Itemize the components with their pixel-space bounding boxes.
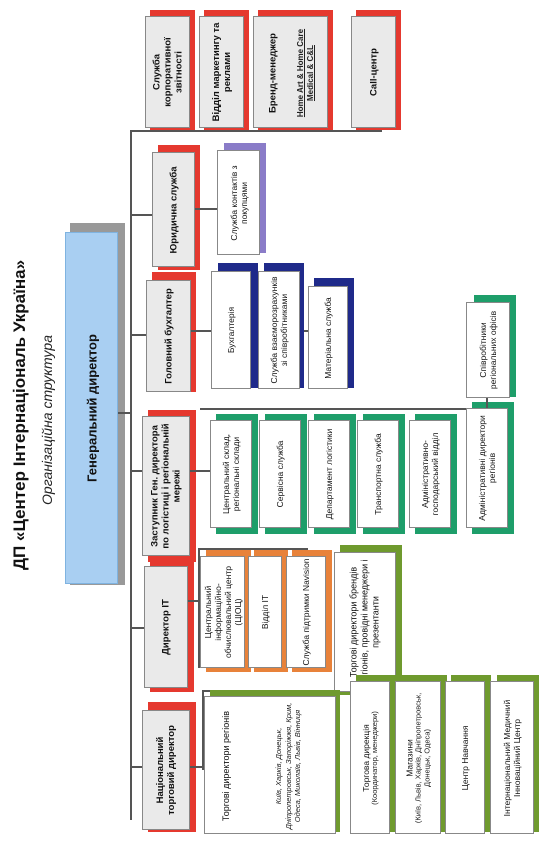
legal-label: Юридична служба — [168, 166, 179, 253]
marketing-box: Відділ маркетингу та реклами — [199, 16, 244, 128]
central-warehouse-label: Центральний склад, регіональні склади — [221, 433, 241, 515]
material-service-label: Матеріальна служба — [323, 296, 333, 379]
it-director-box: Директор ІТ — [144, 566, 188, 688]
shops-text: Магазини (Київ, Львів, Харків, Дніпропет… — [405, 688, 432, 828]
connector — [188, 600, 200, 602]
admin-economic-label: Адміністративно-господарський відділ — [420, 432, 440, 516]
it-dept-label: Відділ ІТ — [260, 594, 270, 630]
service-label: Сервісна служба — [275, 440, 285, 508]
brand-manager-box: Бренд-менеджер Home Art & Home Care Medi… — [253, 16, 328, 128]
settlements-label: Служба взаєморозрахунків зі співробітник… — [269, 276, 289, 384]
call-center-label: Call-центр — [368, 48, 379, 96]
connector — [118, 412, 132, 414]
medical-center-label: Інтернаціональний Медичний Інноваційний … — [502, 699, 522, 816]
general-director-box: Генеральний директор — [65, 232, 118, 584]
it-director-label: Директор ІТ — [160, 599, 172, 655]
trade-direction-box: Торгова дирекція (Координатор, менеджери… — [350, 681, 390, 834]
connector — [170, 128, 172, 132]
chart-title-text: ДП «Центер Інтернаціональ Україна» — [10, 259, 29, 571]
brand-lines-label: Home Art & Home Care Medical & C&L — [296, 28, 315, 118]
transport-box: Транспортна служба — [357, 420, 399, 528]
training-center-box: Центр Навчання — [445, 681, 485, 834]
trade-direction-sub: (Координатор, менеджери) — [369, 710, 379, 805]
training-center-label: Центр Навчання — [460, 725, 470, 790]
connector — [195, 208, 217, 210]
corp-reporting-label: Служба корпоративної звітності — [151, 37, 184, 107]
logistics-deputy-box: Заступник Ген. директора по логістиці і … — [142, 416, 190, 556]
admin-economic-box: Адміністративно-господарський відділ — [409, 420, 451, 528]
material-service-box: Матеріальна служба — [308, 286, 348, 389]
connector — [130, 214, 152, 216]
chart-subtitle: Організаційна структура — [36, 310, 58, 530]
settlements-box: Служба взаєморозрахунків зі співробітник… — [258, 271, 300, 389]
national-trade-director-label: Національний торговий директор — [155, 725, 177, 815]
connector — [130, 334, 148, 336]
shops-sub: (Київ, Львів, Харків, Дніпропетровськ, Д… — [413, 692, 432, 823]
chief-accountant-box: Головний бухгалтер — [146, 280, 191, 392]
regions-list: Київ, Харків, Донецьк, Дніпропетровськ, … — [273, 702, 302, 830]
regional-trade-directors-box: Торгові директори регіонів Київ, Харків,… — [204, 696, 336, 834]
legal-box: Юридична служба — [152, 152, 195, 267]
regional-trade-directors-label: Торгові директори регіонів — [221, 710, 231, 822]
logistics-dept-label: Департамент логістики — [324, 428, 334, 520]
brand-trade-directors-box: Торгові директори брендів регіонів, пров… — [334, 552, 396, 692]
central-computing-box: Центральний інформаційно-обчислювальний … — [200, 556, 245, 668]
accounting-dept-box: Бухгалтерія — [211, 271, 251, 389]
connector — [130, 130, 382, 132]
logistics-deputy-label: Заступник Ген. директора по логістиці і … — [149, 423, 183, 549]
corp-reporting-box: Служба корпоративної звітності — [145, 16, 190, 128]
call-center-box: Call-центр — [351, 16, 396, 128]
it-dept-box: Відділ ІТ — [248, 556, 282, 668]
connector — [222, 128, 224, 132]
connector — [202, 690, 204, 770]
marketing-label: Відділ маркетингу та реклами — [210, 22, 233, 122]
chart-title: ДП «Центер Інтернаціональ Україна» — [0, 215, 40, 615]
connector — [200, 408, 470, 410]
central-computing-label: Центральний інформаційно-обчислювальний … — [202, 566, 243, 658]
regional-office-staff-label: Співробітники регіональних офісів — [478, 310, 498, 390]
connector — [190, 766, 204, 768]
connector — [130, 470, 144, 472]
shops-box: Магазини (Київ, Львів, Харків, Дніпропет… — [395, 681, 441, 834]
transport-label: Транспортна служба — [373, 433, 383, 515]
connector — [300, 330, 308, 332]
navision-support-box: Служба підтримки Navision — [286, 556, 326, 668]
service-box: Сервісна служба — [259, 420, 301, 528]
connector — [198, 548, 308, 550]
central-warehouse-box: Центральний склад, регіональні склади — [210, 420, 252, 528]
connector — [280, 128, 282, 132]
connector — [486, 396, 488, 408]
brand-manager-label: Бренд-менеджер — [267, 33, 279, 113]
connector — [191, 330, 211, 332]
connector — [198, 548, 200, 668]
brand-trade-directors-label: Торгові директори брендів регіонів, пров… — [348, 559, 381, 685]
connector — [376, 128, 378, 132]
regional-office-staff-box: Співробітники регіональних офісів — [466, 302, 510, 398]
customer-contacts-box: Служба контактів з покупцями — [217, 150, 260, 255]
connector — [130, 766, 144, 768]
logistics-dept-box: Департамент логістики — [308, 420, 350, 528]
chief-accountant-label: Головний бухгалтер — [163, 288, 174, 384]
customer-contacts-label: Служба контактів з покупцями — [228, 164, 249, 241]
national-trade-director-box: Національний торговий директор — [142, 710, 190, 830]
regional-admin-directors-box: Адміністративні директори регіонів — [466, 408, 508, 528]
connector — [190, 470, 210, 472]
navision-support-label: Служба підтримки Navision — [301, 558, 311, 666]
connector — [130, 627, 144, 629]
medical-center-box: Інтернаціональний Медичний Інноваційний … — [490, 681, 534, 834]
trade-direction-text: Торгова дирекція (Координатор, менеджери… — [361, 688, 380, 828]
general-director-label: Генеральний директор — [84, 334, 99, 482]
connector — [130, 130, 132, 820]
chart-subtitle-text: Організаційна структура — [39, 335, 55, 505]
accounting-dept-label: Бухгалтерія — [226, 306, 236, 354]
regional-admin-directors-label: Адміністративні директори регіонів — [477, 415, 497, 521]
